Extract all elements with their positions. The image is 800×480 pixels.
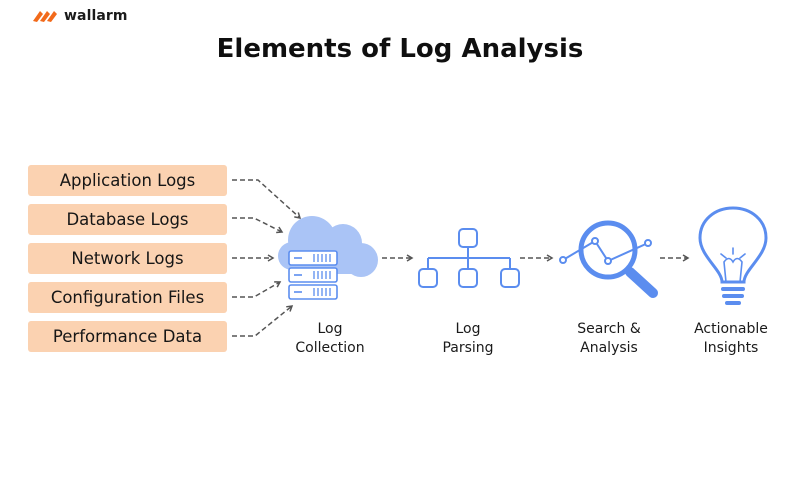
hierarchy-icon <box>418 228 520 288</box>
step-log-collection-line1: Log <box>317 321 343 337</box>
lightbulb-icon <box>698 206 768 305</box>
step-search-analysis-line1: Search & <box>577 321 641 337</box>
source-configuration-files: Configuration Files <box>28 282 227 313</box>
arrow-application-logs <box>232 179 302 219</box>
arrow-configuration-files <box>232 281 282 298</box>
step-search-analysis: Search & Analysis <box>549 320 669 358</box>
source-application-logs: Application Logs <box>28 165 227 196</box>
wallarm-logo-icon <box>33 11 57 22</box>
source-performance-data: Performance Data <box>28 321 227 352</box>
magnifier-chart-icon <box>559 220 658 298</box>
cloud-server-icon <box>278 216 378 300</box>
step-actionable-insights: Actionable Insights <box>671 320 791 358</box>
arrow-database-logs <box>232 217 284 234</box>
step-log-parsing-line2: Parsing <box>442 340 494 356</box>
brand-name: wallarm <box>64 8 128 24</box>
wallarm-logo: wallarm <box>32 6 128 26</box>
step-actionable-insights-line2: Insights <box>703 340 759 356</box>
step-log-parsing: Log Parsing <box>408 320 528 358</box>
step-log-collection: Log Collection <box>270 320 390 358</box>
step-log-parsing-line1: Log <box>455 321 481 337</box>
source-database-logs: Database Logs <box>28 204 227 235</box>
source-arrows <box>232 179 302 337</box>
diagram-title: Elements of Log Analysis <box>216 34 584 64</box>
step-search-analysis-line2: Analysis <box>580 340 638 356</box>
step-actionable-insights-line1: Actionable <box>694 321 768 337</box>
source-network-logs: Network Logs <box>28 243 227 274</box>
step-log-collection-line2: Collection <box>295 340 365 356</box>
